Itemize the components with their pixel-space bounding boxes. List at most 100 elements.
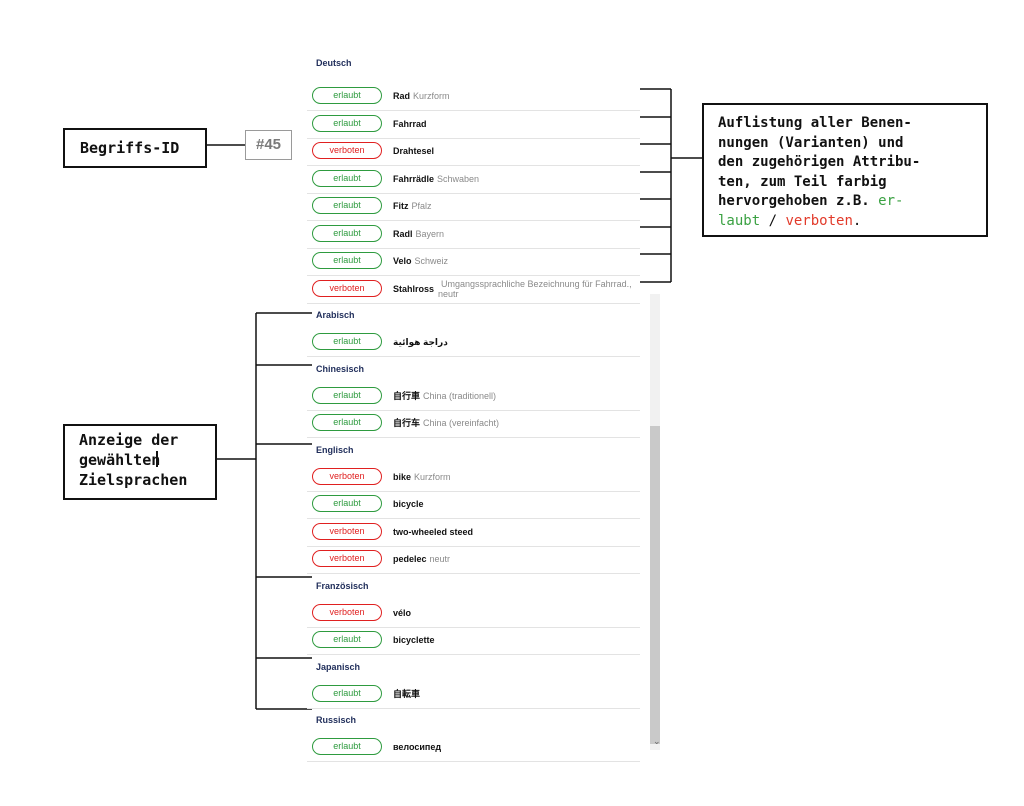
term-text: bicycle — [393, 494, 638, 514]
status-badge: verboten — [312, 279, 382, 297]
term-attribute: Umgangssprachliche Bezeichnung für Fahrr… — [438, 278, 632, 299]
term-label: Rad — [393, 91, 411, 101]
status-badge: verboten — [312, 142, 382, 159]
term-row[interactable]: erlaubt دراجة هوائية — [307, 329, 640, 357]
term-text: دراجة هوائية — [393, 332, 638, 352]
term-attribute: Schweiz — [414, 256, 449, 266]
target-callout-line: Anzeige der — [79, 431, 179, 449]
term-row[interactable]: verboten two-wheeled steed — [307, 519, 640, 547]
term-attribute: Bayern — [415, 228, 445, 239]
begriffs-id-callout: Begriffs-ID — [63, 128, 207, 168]
target-callout-line: Zielsprachen — [79, 471, 188, 489]
status-badge: erlaubt — [312, 87, 382, 104]
term-attribute: China (vereinfacht) — [423, 418, 500, 428]
term-label: Fitz — [393, 201, 409, 211]
text-cursor — [156, 451, 158, 467]
status-badge: verboten — [312, 550, 382, 567]
callout-period: . — [852, 212, 862, 229]
term-label: 自行車 — [393, 390, 421, 401]
status-badge: erlaubt — [312, 495, 382, 512]
target-languages-callout: Anzeige der gewählten Zielsprachen — [63, 424, 217, 500]
term-text: 自転車 — [393, 684, 638, 704]
term-label: велосипед — [393, 742, 442, 752]
term-text: велосипед — [393, 737, 638, 757]
term-text: two-wheeled steed — [393, 522, 638, 542]
term-attribute: China (traditionell) — [423, 390, 497, 401]
language-header: Japanisch — [316, 661, 361, 672]
term-row[interactable]: verboten vélo — [307, 600, 640, 628]
language-header: Russisch — [316, 715, 357, 725]
status-badge: erlaubt — [312, 386, 382, 404]
status-badge: erlaubt — [312, 414, 382, 431]
example-forbidden-word: verboten — [785, 212, 853, 229]
term-attribute: neutr — [429, 554, 451, 564]
language-header: Arabisch — [316, 310, 355, 320]
term-label: Fahrrad — [393, 118, 427, 129]
term-text: bicyclette — [393, 630, 638, 650]
language-header: Chinesisch — [316, 363, 365, 374]
term-label: Velo — [393, 256, 412, 266]
begriffs-id-label: Begriffs-ID — [80, 139, 180, 157]
variants-callout-line: laubt / verboten. — [718, 212, 976, 232]
term-label: 自転車 — [393, 688, 421, 699]
term-attribute: Kurzform — [413, 91, 450, 101]
language-header: Französisch — [316, 580, 369, 591]
status-badge: erlaubt — [312, 252, 382, 269]
status-badge: verboten — [312, 467, 382, 485]
status-badge: erlaubt — [312, 684, 382, 702]
term-label: bicyclette — [393, 635, 435, 645]
variants-callout-text: hervorgehoben z.B. — [718, 193, 879, 209]
status-badge: erlaubt — [312, 333, 382, 350]
term-text: vélo — [393, 603, 638, 623]
term-label: Stahlross — [393, 283, 435, 294]
status-badge: verboten — [312, 603, 382, 621]
variants-callout-line: nungen (Varianten) und — [718, 134, 904, 151]
status-badge: verboten — [312, 522, 382, 540]
scrollbar-thumb[interactable] — [650, 426, 660, 744]
variants-callout-line: hervorgehoben z.B. er- — [718, 192, 976, 212]
chevron-down-icon[interactable]: ⌄ — [653, 736, 661, 746]
variants-callout-line: den zugehörigen Attribu- — [718, 154, 921, 170]
term-label: دراجة هوائية — [393, 337, 448, 347]
variants-callout-line: Auflistung aller Benen- — [718, 115, 912, 131]
concept-id-badge: #45 — [245, 130, 292, 160]
term-label: Radl — [393, 228, 413, 239]
term-row[interactable]: verboten Drahtesel — [307, 138, 640, 166]
example-allowed-word: er- — [878, 193, 904, 209]
term-row[interactable]: erlaubt bicycle — [307, 491, 640, 519]
variants-callout: Auflistung aller Benen- nungen (Variante… — [702, 103, 988, 237]
term-row[interactable]: erlaubt 自転車 — [307, 681, 640, 709]
term-attribute: Schwaben — [437, 173, 480, 184]
status-badge: erlaubt — [312, 224, 382, 242]
language-header: Deutsch — [316, 58, 352, 68]
term-row[interactable]: erlaubt велосипед — [307, 734, 640, 762]
term-attribute: Pfalz — [411, 201, 432, 211]
language-header: Englisch — [316, 444, 354, 455]
term-attribute: Kurzform — [414, 471, 451, 482]
term-text: Drahtesel — [393, 141, 638, 161]
status-badge: erlaubt — [312, 738, 382, 755]
